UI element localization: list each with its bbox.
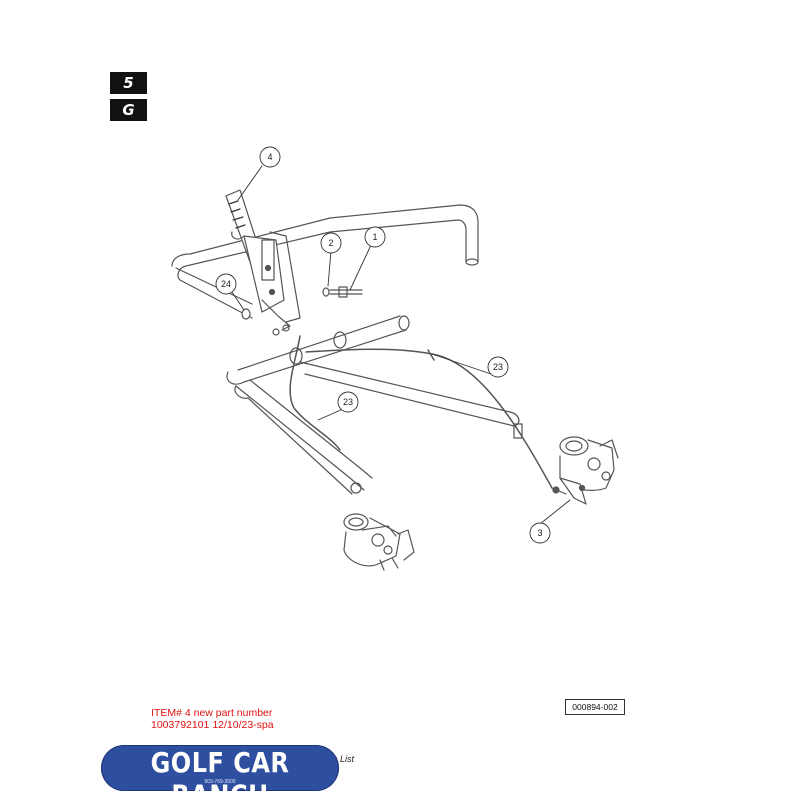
callout-23-left: 23 — [337, 391, 359, 413]
leader-lines — [231, 165, 571, 525]
callout-label-23-right: 23 — [493, 362, 503, 372]
callout-label-23-left: 23 — [343, 397, 353, 407]
lower-link-left — [234, 379, 373, 495]
section-number-tab: 5 — [110, 72, 147, 94]
callout-3: 3 — [529, 522, 551, 544]
golf-car-ranch-logo: GOLF CAR RANCH 903-769-3600 — [101, 745, 339, 811]
nut — [241, 308, 251, 320]
revision-note-line-1: ITEM# 4 new part number — [151, 707, 273, 719]
brake-handle — [225, 189, 301, 336]
brake-assembly-left — [343, 513, 415, 571]
callout-label-1: 1 — [372, 232, 377, 242]
callout-label-2: 2 — [328, 238, 333, 248]
callout-23-right: 23 — [487, 356, 509, 378]
callout-24: 24 — [215, 273, 237, 295]
rear-frame-rail — [171, 204, 479, 319]
lower-link-right — [299, 361, 523, 439]
brake-cables — [289, 335, 553, 489]
brake-assembly-right — [551, 436, 619, 505]
section-letter-tab: G — [110, 99, 147, 121]
callout-2: 2 — [320, 232, 342, 254]
bolt-and-washer — [322, 286, 363, 298]
callout-label-3: 3 — [537, 528, 542, 538]
callout-label-4: 4 — [267, 152, 272, 162]
callout-4: 4 — [259, 146, 281, 168]
logo-phone: 903-769-3600 — [204, 779, 236, 785]
callout-label-24: 24 — [221, 279, 231, 289]
page-footer-fragment: s List — [333, 754, 355, 764]
revision-note-line-2: 1003792101 12/10/23-spa — [151, 719, 274, 731]
figure-number: 000894-002 — [565, 699, 625, 715]
callout-1: 1 — [364, 226, 386, 248]
cross-tube — [226, 315, 410, 385]
